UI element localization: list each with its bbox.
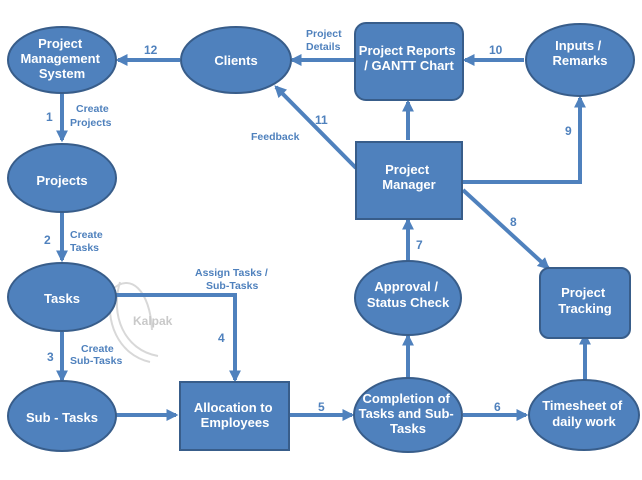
svg-text:Projects: Projects: [36, 173, 87, 188]
edge-11-label: Feedback: [251, 131, 300, 143]
node-allocation-to-employees: Allocation to Employees: [179, 381, 290, 451]
node-project-reports: Project Reports / GANTT Chart: [354, 22, 464, 101]
edge-11-manager-to-clients: [274, 85, 358, 170]
edge-1-label: Create Projects: [70, 103, 112, 129]
edge-labels: 1 Create Projects 2 Create Tasks 3 Creat…: [44, 28, 572, 414]
svg-text:Project Manager: Project Manager: [382, 162, 435, 192]
svg-text:Project Tracking: Project Tracking: [558, 285, 612, 316]
connectors: [56, 54, 591, 421]
edge-1-number: 1: [46, 110, 53, 124]
svg-text:Clients: Clients: [214, 53, 257, 68]
svg-text:Completion of Tasks an: Completion of Tasks and Sub- Tasks: [359, 391, 458, 436]
node-tasks: Tasks: [7, 262, 117, 332]
svg-text:Project Reports / GANT: Project Reports / GANTT Chart: [359, 43, 459, 73]
svg-text:Approval / Status Chec: Approval / Status Check: [367, 279, 450, 310]
nodes: Project Management System Clients Projec…: [7, 22, 640, 453]
node-timesheet: Timesheet of daily work: [528, 379, 640, 451]
svg-text:Tasks: Tasks: [44, 291, 80, 306]
edge-3-label: Create Sub-Tasks: [70, 343, 122, 367]
edge-6-number: 6: [494, 400, 501, 414]
kalpak-watermark-logo: Kalpak: [108, 281, 173, 363]
node-project-management-system: Project Management System: [7, 26, 117, 94]
svg-text:Project Management: Project Management System: [20, 36, 103, 81]
edge-10-number: 10: [489, 43, 503, 57]
watermark-text: Kalpak: [133, 314, 173, 328]
edge-12-number: 12: [144, 43, 158, 57]
project-details-label: Project Details: [306, 28, 345, 53]
node-approval-status-check: Approval / Status Check: [354, 260, 462, 336]
edge-9-manager-to-inputs: [463, 95, 586, 184]
edge-4-tasks-to-allocation: [112, 293, 241, 383]
svg-text:Inputs / Remarks: Inputs / Remarks: [553, 38, 608, 68]
node-projects: Projects: [7, 143, 117, 213]
edge-7-number: 7: [416, 238, 423, 252]
node-completion: Completion of Tasks and Sub- Tasks: [353, 377, 463, 453]
edge-11-number: 11: [315, 113, 328, 127]
edge-3-number: 3: [47, 350, 54, 364]
node-inputs-remarks: Inputs / Remarks: [525, 23, 635, 97]
node-project-tracking: Project Tracking: [539, 267, 631, 339]
node-clients: Clients: [180, 26, 292, 94]
edge-8-number: 8: [510, 215, 517, 229]
node-sub-tasks: Sub - Tasks: [7, 380, 117, 452]
edge-2-label: Create Tasks: [70, 229, 106, 254]
svg-text:Allocation to Employee: Allocation to Employees: [194, 400, 276, 430]
node-project-manager: Project Manager: [355, 141, 463, 220]
edge-4-label: Assign Tasks / Sub-Tasks: [195, 267, 271, 292]
svg-text:Sub - Tasks: Sub - Tasks: [26, 410, 98, 425]
edge-9-number: 9: [565, 124, 572, 138]
edge-2-number: 2: [44, 233, 51, 247]
svg-text:Timesheet of daily wor: Timesheet of daily work: [542, 398, 626, 429]
edge-8-manager-to-tracking: [461, 188, 550, 270]
edge-5-number: 5: [318, 400, 325, 414]
edge-4-number: 4: [218, 331, 225, 345]
